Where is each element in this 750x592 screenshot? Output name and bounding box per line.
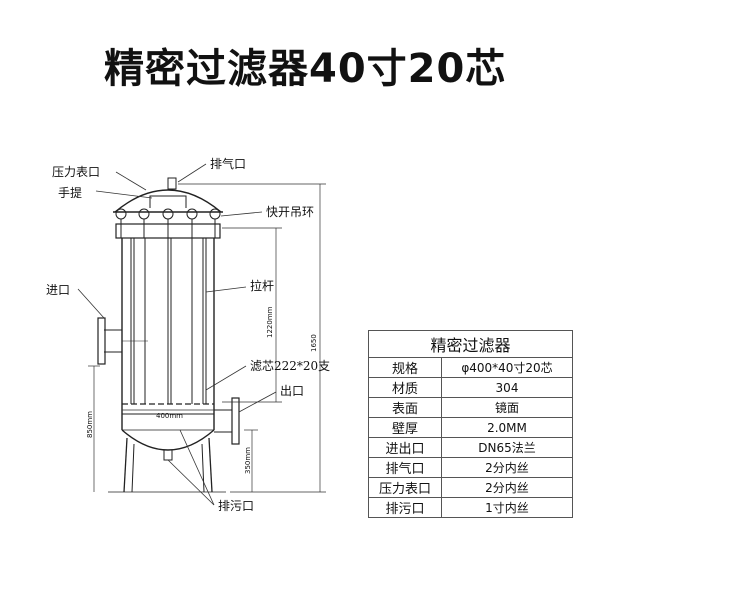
spec-key: 进出口 — [368, 437, 442, 458]
label-vent: 排气口 — [210, 156, 246, 171]
spec-key: 压力表口 — [368, 477, 442, 498]
spec-value: 镜面 — [441, 397, 573, 418]
filter-vessel — [97, 177, 240, 493]
table-row: 进出口 DN65法兰 — [368, 437, 573, 458]
spec-key: 表面 — [368, 397, 442, 418]
label-drain: 排污口 — [218, 499, 254, 513]
table-row: 排污口 1寸内丝 — [368, 497, 573, 518]
label-tie-rod: 拉杆 — [250, 278, 274, 293]
spec-value: 2分内丝 — [441, 477, 573, 498]
quick-ring-bolts — [115, 208, 221, 238]
spec-key: 排气口 — [368, 457, 442, 478]
spec-table-header: 精密过滤器 — [368, 330, 573, 358]
table-row: 规格 φ400*40寸20芯 — [368, 357, 573, 378]
dim-400: 400mm — [156, 412, 183, 420]
spec-key: 材质 — [368, 377, 442, 398]
spec-table: 精密过滤器 规格 φ400*40寸20芯 材质 304 表面 镜面 壁厚 2.0… — [368, 330, 573, 518]
table-row: 排气口 2分内丝 — [368, 457, 573, 478]
filter-cartridges — [130, 238, 207, 404]
label-inlet: 进口 — [46, 283, 70, 297]
table-row: 壁厚 2.0MM — [368, 417, 573, 438]
label-quick-ring: 快开吊环 — [266, 205, 314, 219]
spec-table-header-row: 精密过滤器 — [368, 330, 573, 358]
spec-value: 1寸内丝 — [441, 497, 573, 518]
dim-1220: 1220mm — [266, 306, 274, 338]
page-title: 精密过滤器40寸20芯 — [104, 46, 507, 92]
spec-key: 排污口 — [368, 497, 442, 518]
table-row: 压力表口 2分内丝 — [368, 477, 573, 498]
label-filter-cartridge: 滤芯222*20支 — [250, 359, 330, 373]
dim-350: 350mm — [244, 447, 252, 474]
spec-value: DN65法兰 — [441, 437, 573, 458]
dim-850: 850mm — [86, 411, 94, 438]
spec-value: 2分内丝 — [441, 457, 573, 478]
table-row: 表面 镜面 — [368, 397, 573, 418]
dimension-lines — [88, 183, 326, 493]
table-row: 材质 304 — [368, 377, 573, 398]
spec-value: 304 — [441, 377, 573, 398]
leader-lines — [77, 163, 277, 506]
dim-1650: 1650 — [310, 334, 318, 352]
label-pressure-gauge: 压力表口 — [52, 165, 100, 179]
spec-key: 壁厚 — [368, 417, 442, 438]
spec-value: 2.0MM — [441, 417, 573, 438]
spec-value: φ400*40寸20芯 — [441, 357, 573, 378]
label-handle: 手提 — [58, 185, 82, 200]
spec-key: 规格 — [368, 357, 442, 378]
label-outlet: 出口 — [280, 384, 304, 398]
